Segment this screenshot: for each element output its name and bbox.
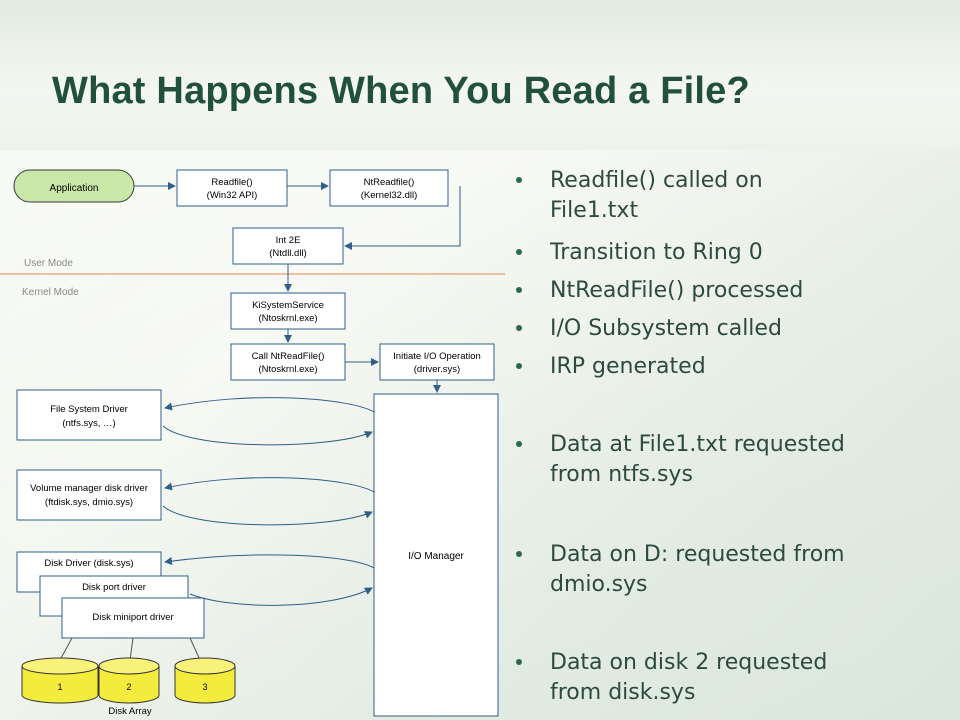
disk-connector-3 bbox=[189, 637, 201, 661]
arrow-iomanager-fsdriver bbox=[164, 397, 375, 413]
bullet-dot bbox=[516, 551, 522, 557]
readfile-label-2: (Win32 API) bbox=[207, 190, 258, 201]
bullet-item: IRP generated bbox=[512, 352, 932, 382]
ntreadfile-k32-label-2: (Kernel32.dll) bbox=[361, 190, 418, 201]
arrow-ntreadfile-int2e bbox=[344, 186, 461, 250]
header-band bbox=[0, 0, 960, 150]
disk-3-label: 3 bbox=[202, 682, 207, 692]
bullet-text: NtReadFile() processed bbox=[550, 278, 804, 303]
bullet-item: Transition to Ring 0 bbox=[512, 238, 932, 268]
bullet-text: Data on disk 2 requested bbox=[550, 650, 828, 675]
initiate-io-label-1: Initiate I/O Operation bbox=[393, 351, 481, 362]
bullet-item: Data on disk 2 requested from disk.sys bbox=[512, 648, 932, 708]
bullet-dot bbox=[516, 659, 522, 665]
kernel-mode-label: Kernel Mode bbox=[22, 287, 79, 298]
bullet-dot bbox=[516, 363, 522, 369]
bullet-text-cont: from disk.sys bbox=[550, 680, 696, 705]
bullet-text: Data on D: requested from bbox=[550, 542, 845, 567]
fs-driver-label-1: File System Driver bbox=[50, 404, 128, 415]
arrow-iomanager-diskdriver bbox=[164, 554, 375, 569]
bullet-text: IRP generated bbox=[550, 354, 706, 379]
bullet-text: I/O Subsystem called bbox=[550, 316, 782, 341]
initiate-io-node: Initiate I/O Operation (driver.sys) bbox=[379, 343, 495, 381]
volume-manager-label-1: Volume manager disk driver bbox=[30, 483, 148, 494]
disk-2-label: 2 bbox=[126, 682, 131, 692]
arrow-diskdriver-iomanager bbox=[189, 587, 373, 606]
bullet-item: I/O Subsystem called bbox=[512, 314, 932, 344]
readfile-node: Readfile() (Win32 API) bbox=[176, 169, 288, 207]
bullet-dot bbox=[516, 441, 522, 447]
arrow-volmgr-iomanager bbox=[162, 505, 373, 526]
bullet-item: NtReadFile() processed bbox=[512, 276, 932, 306]
initiate-io-label-2: (driver.sys) bbox=[414, 364, 460, 375]
kisystemservice-label-2: (Ntoskrnl.exe) bbox=[258, 313, 317, 324]
ntreadfile-k32-label-1: NtReadfile() bbox=[364, 177, 415, 188]
volume-manager-label-2: (ftdisk.sys, dmio.sys) bbox=[45, 497, 133, 508]
io-manager-node: I/O Manager bbox=[373, 393, 499, 717]
disk-1-label: 1 bbox=[57, 682, 62, 692]
bullet-dot bbox=[516, 177, 522, 183]
disk-miniport-label: Disk miniport driver bbox=[92, 612, 173, 623]
read-file-diagram: Application Readfile() (Win32 API) NtRea… bbox=[0, 169, 505, 717]
bullet-dot bbox=[516, 287, 522, 293]
call-ntreadfile-label-1: Call NtReadFile() bbox=[252, 351, 325, 362]
disk-1-icon: 1 bbox=[21, 657, 99, 704]
bullet-text: Readfile() called on bbox=[550, 168, 763, 193]
user-mode-label: User Mode bbox=[24, 258, 73, 269]
io-manager-label: I/O Manager bbox=[408, 551, 464, 562]
bullet-item: Data at File1.txt requested from ntfs.sys bbox=[512, 430, 932, 490]
disk-driver-label: Disk Driver (disk.sys) bbox=[44, 558, 133, 569]
disk-port-label: Disk port driver bbox=[82, 582, 146, 593]
fs-driver-node: File System Driver (ntfs.sys, …) bbox=[16, 389, 162, 441]
bullet-dot bbox=[516, 325, 522, 331]
call-ntreadfile-label-2: (Ntoskrnl.exe) bbox=[258, 364, 317, 375]
disk-connector-1 bbox=[59, 637, 73, 661]
arrow-iomanager-volmgr bbox=[164, 477, 375, 493]
int2e-node: Int 2E (Ntdll.dll) bbox=[232, 227, 344, 265]
readfile-label-1: Readfile() bbox=[211, 177, 252, 188]
application-label: Application bbox=[50, 183, 99, 194]
slide-title: What Happens When You Read a File? bbox=[52, 70, 750, 112]
arrow-fsdriver-iomanager bbox=[162, 425, 373, 446]
ntreadfile-kernel32-node: NtReadfile() (Kernel32.dll) bbox=[329, 169, 449, 207]
kisystemservice-label-1: KiSystemService bbox=[252, 300, 324, 311]
application-node: Application bbox=[13, 169, 135, 203]
bullet-text-cont: File1.txt bbox=[550, 198, 639, 223]
disk-miniport-node: Disk miniport driver bbox=[61, 597, 205, 639]
bullet-text-cont: from ntfs.sys bbox=[550, 462, 693, 487]
bullet-text-cont: dmio.sys bbox=[550, 572, 648, 597]
disk-3-icon: 3 bbox=[174, 657, 236, 704]
volume-manager-node: Volume manager disk driver (ftdisk.sys, … bbox=[16, 469, 162, 521]
fs-driver-label-2: (ntfs.sys, …) bbox=[62, 418, 115, 429]
bullet-item: Data on D: requested from dmio.sys bbox=[512, 540, 932, 600]
bullet-dot bbox=[516, 249, 522, 255]
int2e-label-2: (Ntdll.dll) bbox=[269, 248, 306, 259]
bullet-text: Data at File1.txt requested bbox=[550, 432, 845, 457]
disk-array-label: Disk Array bbox=[108, 706, 152, 717]
disk-connector-2 bbox=[129, 637, 134, 661]
kisystemservice-node: KiSystemService (Ntoskrnl.exe) bbox=[230, 292, 346, 330]
bullet-item: Readfile() called on File1.txt bbox=[512, 166, 932, 226]
int2e-label-1: Int 2E bbox=[276, 235, 301, 246]
call-ntreadfile-node: Call NtReadFile() (Ntoskrnl.exe) bbox=[230, 343, 346, 381]
disk-2-icon: 2 bbox=[98, 657, 160, 704]
bullet-text: Transition to Ring 0 bbox=[550, 240, 763, 265]
